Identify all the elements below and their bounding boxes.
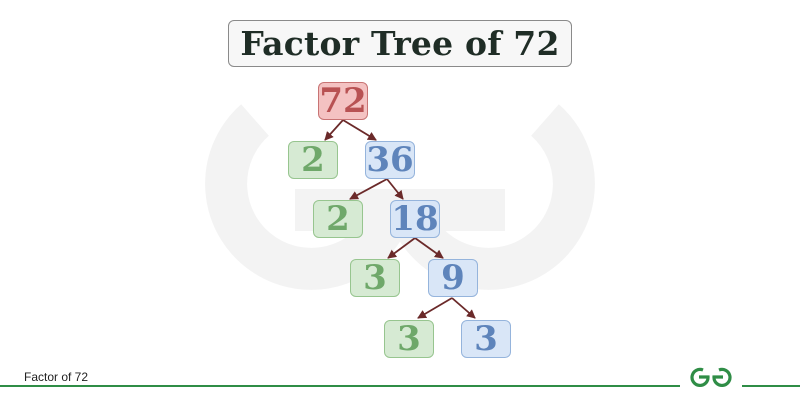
edge-9-to-3-right xyxy=(451,297,476,319)
footer-divider-left xyxy=(0,385,680,387)
node-prime-3-left: 3 xyxy=(384,319,434,359)
node-18: 18 xyxy=(390,199,440,239)
gfg-logo-icon xyxy=(690,367,732,387)
edge-72-to-36 xyxy=(342,119,377,141)
edge-9-to-3-left xyxy=(417,297,453,319)
edge-36-to-2 xyxy=(349,178,388,200)
node-3-right: 3 xyxy=(461,319,511,359)
node-prime-3-level3: 3 xyxy=(350,258,400,298)
node-36: 36 xyxy=(365,140,415,180)
title-box: Factor Tree of 72 xyxy=(228,20,572,67)
edge-72-to-2 xyxy=(324,119,344,141)
node-prime-2-level2: 2 xyxy=(313,199,363,239)
node-9: 9 xyxy=(428,258,478,298)
page-title: Factor Tree of 72 xyxy=(240,24,560,63)
edge-18-to-9 xyxy=(414,237,444,259)
edge-18-to-3 xyxy=(387,237,416,259)
footer-divider-right xyxy=(742,385,800,387)
edge-36-to-18 xyxy=(386,178,404,200)
footer-caption: Factor of 72 xyxy=(24,370,89,384)
node-72: 72 xyxy=(318,81,368,121)
node-prime-2-level1: 2 xyxy=(288,140,338,180)
